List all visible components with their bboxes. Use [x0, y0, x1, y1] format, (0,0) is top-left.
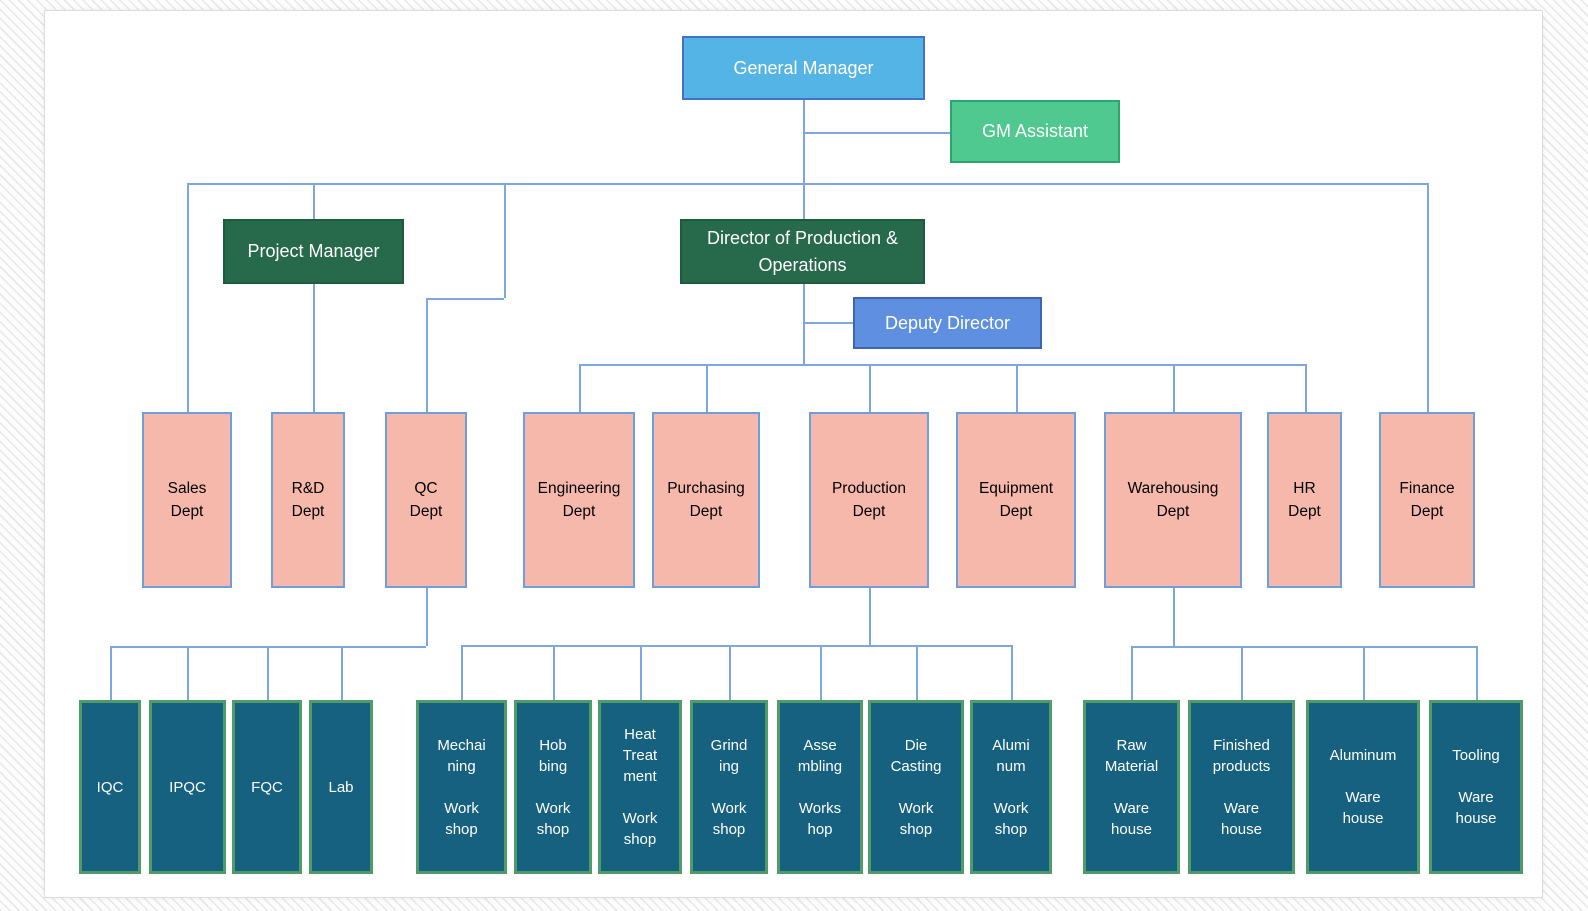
- org-node-purchasing-dept[interactable]: Purchasing Dept: [652, 412, 760, 588]
- org-node-mechaining-workshop[interactable]: Mechai ning Work shop: [416, 700, 507, 874]
- org-node-hr-dept[interactable]: HR Dept: [1267, 412, 1342, 588]
- connector-line: [267, 646, 269, 700]
- connector-line: [1241, 646, 1243, 700]
- connector-line: [706, 364, 708, 412]
- org-node-warehousing-dept[interactable]: Warehousing Dept: [1104, 412, 1242, 588]
- org-node-hobbing-workshop[interactable]: Hob bing Work shop: [514, 700, 592, 874]
- connector-line: [803, 100, 805, 183]
- connector-line: [426, 298, 428, 412]
- org-node-ipqc[interactable]: IPQC: [149, 700, 226, 874]
- connector-line: [313, 183, 315, 219]
- connector-line: [553, 645, 555, 700]
- org-node-iqc[interactable]: IQC: [79, 700, 141, 874]
- connector-line: [110, 646, 112, 700]
- connector-line: [869, 588, 871, 645]
- org-node-qc-dept[interactable]: QC Dept: [385, 412, 467, 588]
- connector-line: [803, 284, 805, 364]
- connector-line: [579, 364, 581, 412]
- connector-line: [1476, 646, 1478, 700]
- connector-line: [504, 183, 506, 298]
- connector-line: [729, 645, 731, 700]
- connector-line: [803, 322, 853, 324]
- connector-line: [579, 364, 1305, 366]
- connector-line: [187, 183, 189, 412]
- org-node-heat-treatment-workshop[interactable]: Heat Treat ment Work shop: [598, 700, 682, 874]
- org-node-aluminum-warehouse[interactable]: Aluminum Ware house: [1306, 700, 1420, 874]
- org-node-lab[interactable]: Lab: [309, 700, 373, 874]
- org-node-general-manager[interactable]: General Manager: [682, 36, 925, 100]
- connector-line: [820, 645, 822, 700]
- org-node-aluminum-workshop[interactable]: Alumi num Work shop: [970, 700, 1052, 874]
- org-node-engineering-dept[interactable]: Engineering Dept: [523, 412, 635, 588]
- connector-line: [461, 645, 463, 700]
- connector-line: [1305, 364, 1307, 412]
- connector-line: [803, 183, 805, 219]
- org-node-gm-assistant[interactable]: GM Assistant: [950, 100, 1120, 163]
- connector-line: [187, 646, 189, 700]
- org-node-production-dept[interactable]: Production Dept: [809, 412, 929, 588]
- connector-line: [426, 588, 428, 646]
- org-node-fqc[interactable]: FQC: [232, 700, 302, 874]
- org-node-finance-dept[interactable]: Finance Dept: [1379, 412, 1475, 588]
- connector-line: [313, 284, 315, 412]
- org-node-project-manager[interactable]: Project Manager: [223, 219, 404, 284]
- connector-line: [1016, 364, 1018, 412]
- connector-line: [869, 364, 871, 412]
- connector-line: [916, 645, 918, 700]
- org-node-deputy-director[interactable]: Deputy Director: [853, 297, 1042, 349]
- org-node-rd-dept[interactable]: R&D Dept: [271, 412, 345, 588]
- connector-line: [803, 132, 950, 134]
- org-node-raw-material-warehouse[interactable]: Raw Material Ware house: [1083, 700, 1180, 874]
- connector-line: [1427, 183, 1429, 412]
- connector-line: [1173, 588, 1175, 646]
- connector-line: [1131, 646, 1476, 648]
- org-node-finished-products-warehouse[interactable]: Finished products Ware house: [1188, 700, 1295, 874]
- connector-line: [341, 646, 343, 700]
- connector-line: [1363, 646, 1365, 700]
- connector-line: [461, 645, 1011, 647]
- connector-line: [1131, 646, 1133, 700]
- org-node-assembling-workshop[interactable]: Asse mbling Works hop: [777, 700, 863, 874]
- org-node-sales-dept[interactable]: Sales Dept: [142, 412, 232, 588]
- org-node-equipment-dept[interactable]: Equipment Dept: [956, 412, 1076, 588]
- org-node-grinding-workshop[interactable]: Grind ing Work shop: [690, 700, 768, 874]
- connector-line: [1011, 645, 1013, 700]
- connector-line: [640, 645, 642, 700]
- connector-line: [1173, 364, 1175, 412]
- connector-line: [426, 298, 504, 300]
- org-node-tooling-warehouse[interactable]: Tooling Ware house: [1429, 700, 1523, 874]
- connector-line: [187, 183, 1427, 185]
- org-node-director-production-operations[interactable]: Director of Production & Operations: [680, 219, 925, 284]
- org-node-die-casting-workshop[interactable]: Die Casting Work shop: [868, 700, 964, 874]
